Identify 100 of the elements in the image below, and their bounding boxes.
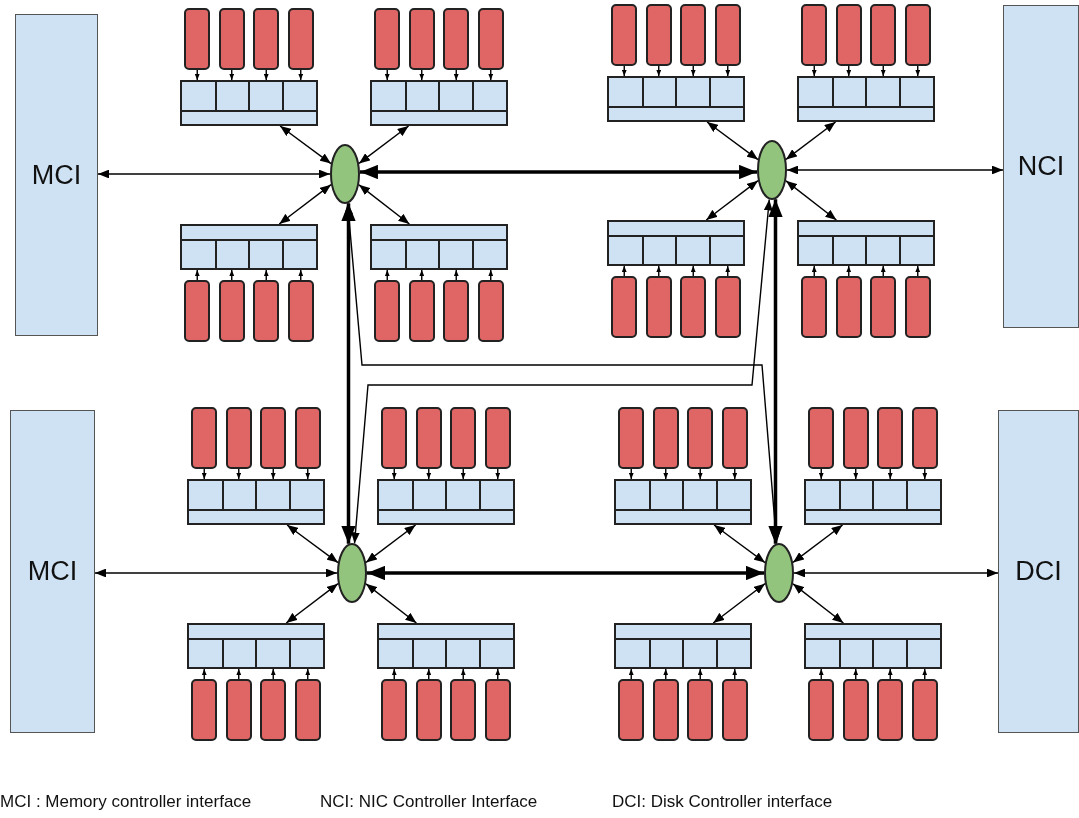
- buffer-box: [797, 76, 935, 122]
- arrow: [358, 125, 410, 165]
- arrow: [426, 468, 432, 480]
- rounded-bar: [714, 276, 741, 338]
- rounded-bar: [687, 407, 714, 469]
- rounded-bar: [652, 407, 679, 469]
- arrow: [194, 69, 200, 81]
- rounded-bar: [484, 407, 511, 469]
- ellipse-node: [757, 140, 787, 200]
- arrow: [495, 668, 501, 680]
- arrow: [305, 468, 311, 480]
- rounded-bar: [260, 679, 287, 741]
- arrow: [915, 65, 921, 77]
- rounded-bar: [184, 8, 211, 70]
- arrow: [358, 184, 411, 225]
- rounded-bar: [714, 4, 741, 66]
- ellipse-node: [330, 144, 360, 204]
- arrow: [818, 668, 824, 680]
- rounded-bar: [374, 280, 401, 342]
- arrow: [712, 582, 766, 624]
- rounded-bar: [450, 679, 477, 741]
- arrow: [278, 183, 332, 225]
- rounded-bar: [870, 276, 897, 338]
- arrow: [460, 468, 466, 480]
- arrow: [792, 524, 844, 564]
- arrow: [887, 668, 893, 680]
- rounded-bar: [443, 8, 470, 70]
- arrow: [915, 265, 921, 277]
- arrow: [201, 468, 207, 480]
- arrow: [732, 468, 738, 480]
- arrow: [229, 269, 235, 281]
- footnote-text: DCI: Disk Controller interface: [612, 792, 833, 812]
- arrow: [94, 568, 338, 578]
- arrow: [690, 265, 696, 277]
- arrow: [236, 668, 242, 680]
- buffer-box: [607, 76, 745, 122]
- rounded-bar: [835, 276, 862, 338]
- arrow: [384, 269, 390, 281]
- arrow: [419, 69, 425, 81]
- rounded-bar: [191, 407, 218, 469]
- arrow: [97, 169, 331, 179]
- arrow: [853, 668, 859, 680]
- arrow: [922, 468, 928, 480]
- arrow: [229, 69, 235, 81]
- ellipse-node: [764, 543, 794, 603]
- interface-box: DCI: [998, 410, 1079, 733]
- rounded-bar: [287, 8, 314, 70]
- rounded-bar: [191, 679, 218, 741]
- rounded-bar: [381, 679, 408, 741]
- buffer-box: [180, 224, 318, 270]
- arrow: [880, 265, 886, 277]
- rounded-bar: [477, 8, 504, 70]
- arrow: [811, 65, 817, 77]
- rounded-bar: [374, 8, 401, 70]
- arrow: [263, 269, 269, 281]
- buffer-box: [607, 220, 745, 266]
- arrow: [367, 565, 764, 581]
- arrow: [365, 524, 417, 564]
- rounded-bar: [260, 407, 287, 469]
- arrow: [426, 668, 432, 680]
- arrow: [705, 179, 759, 221]
- rounded-bar: [721, 407, 748, 469]
- rounded-bar: [408, 280, 435, 342]
- interface-box: MCI: [15, 14, 98, 336]
- rounded-bar: [618, 679, 645, 741]
- footnote-text: MCI : Memory controller interface: [0, 792, 252, 812]
- rounded-bar: [225, 407, 252, 469]
- rounded-bar: [652, 679, 679, 741]
- arrow: [488, 69, 494, 81]
- rounded-bar: [415, 679, 442, 741]
- arrow: [818, 468, 824, 480]
- buffer-box: [187, 623, 325, 669]
- arrow: [279, 125, 332, 165]
- interface-box: NCI: [1003, 5, 1079, 328]
- rounded-bar: [808, 407, 835, 469]
- arrow: [713, 524, 766, 564]
- rounded-bar: [904, 276, 931, 338]
- rounded-bar: [225, 679, 252, 741]
- rounded-bar: [287, 280, 314, 342]
- rounded-bar: [253, 8, 280, 70]
- arrow: [341, 203, 356, 544]
- rounded-bar: [835, 4, 862, 66]
- arrow: [391, 668, 397, 680]
- arrow: [922, 668, 928, 680]
- rounded-bar: [842, 679, 869, 741]
- rounded-bar: [477, 280, 504, 342]
- rounded-bar: [218, 8, 245, 70]
- arrow: [285, 582, 339, 624]
- rounded-bar: [408, 8, 435, 70]
- rounded-bar: [904, 4, 931, 66]
- arrow: [785, 121, 837, 161]
- rounded-bar: [484, 679, 511, 741]
- rounded-bar: [611, 276, 638, 338]
- arrow: [495, 468, 501, 480]
- rounded-bar: [218, 280, 245, 342]
- arrow: [706, 121, 759, 161]
- buffer-box: [187, 479, 325, 525]
- rounded-bar: [611, 4, 638, 66]
- arrow: [298, 69, 304, 81]
- rounded-bar: [808, 679, 835, 741]
